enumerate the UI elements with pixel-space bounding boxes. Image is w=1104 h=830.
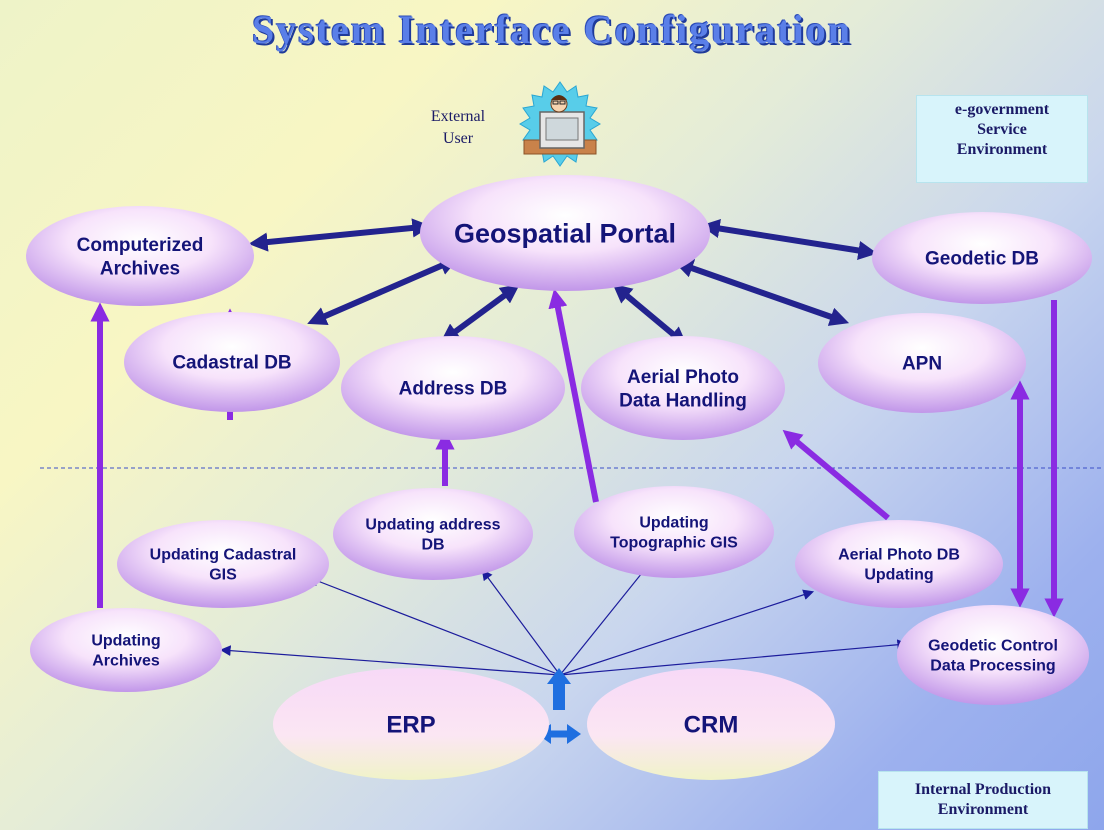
node-label: Updating — [91, 633, 160, 650]
node-ellipse — [587, 668, 835, 780]
arrow-aerial-upd-to-aerial-handling — [782, 429, 890, 521]
hub-arrows — [537, 668, 581, 744]
arrow-hub-to-upd-address — [481, 569, 561, 676]
node-ellipse — [872, 212, 1092, 304]
external-user-line: User — [442, 130, 474, 147]
node-label: Address DB — [399, 379, 508, 400]
dark-arrows — [248, 218, 878, 347]
node-label: Geospatial Portal — [454, 218, 676, 248]
node-apn: APN — [818, 313, 1026, 413]
node-label: Updating — [639, 515, 708, 532]
node-erp: ERP — [273, 668, 549, 780]
node-ellipse — [574, 486, 774, 578]
node-label: GIS — [209, 567, 237, 584]
node-ellipse — [333, 488, 533, 580]
node-label: Topographic GIS — [610, 535, 738, 552]
node-label: Updating — [864, 567, 933, 584]
arrow-portal-cadastral-db — [307, 257, 459, 325]
egov-env-line: Environment — [956, 141, 1048, 158]
node-ellipse — [26, 206, 254, 306]
node-ellipse — [273, 668, 549, 780]
node-ellipse — [341, 336, 565, 440]
node-label: Geodetic Control — [928, 638, 1058, 655]
node-cadastral-db: Cadastral DB — [124, 312, 340, 412]
arrow-portal-aerial-handling — [612, 283, 688, 347]
node-label: Archives — [100, 259, 180, 280]
arrow-hub-to-upd-archives — [219, 645, 561, 676]
node-label: Geodetic DB — [925, 249, 1039, 270]
purple-arrows — [90, 288, 1064, 618]
node-ellipse — [117, 520, 329, 608]
internal-env-line: Internal Production — [914, 781, 1052, 798]
node-label: Aerial Photo — [627, 367, 739, 388]
node-label: Data Handling — [619, 391, 747, 412]
node-label: Aerial Photo DB — [838, 547, 960, 564]
node-label: DB — [421, 537, 444, 554]
node-label: Updating address — [365, 517, 500, 534]
thin-arrows — [219, 561, 909, 676]
arrow-hub-to-upd-cadastral — [307, 576, 561, 676]
arrow-portal-address-db — [440, 284, 520, 343]
node-label: APN — [902, 354, 942, 375]
arrow-portal-computerized — [248, 218, 432, 252]
node-ellipse — [818, 313, 1026, 413]
arrow-hub-to-geodetic-ctrl — [559, 639, 909, 676]
arrow-hub-to-aerial-upd — [559, 589, 815, 676]
node-ellipse — [124, 312, 340, 412]
node-label: Data Processing — [930, 658, 1055, 675]
node-crm: CRM — [587, 668, 835, 780]
node-address-db: Address DB — [341, 336, 565, 440]
internal-env-line: Environment — [937, 801, 1029, 818]
node-label: ERP — [386, 711, 435, 738]
node-label: Archives — [92, 653, 160, 670]
node-label: Updating Cadastral — [150, 547, 297, 564]
internal-environment-box: Internal Production Environment — [878, 771, 1088, 829]
node-ellipse — [30, 608, 222, 692]
arrow-portal-apn — [673, 259, 850, 326]
arrow-hub-to-upd-topo — [559, 561, 652, 676]
arrow-upd-topo-to-portal — [548, 288, 599, 503]
node-geodetic-db: Geodetic DB — [872, 212, 1092, 304]
node-label: Cadastral DB — [172, 353, 291, 374]
node-ellipse — [581, 336, 785, 440]
node-ellipse — [897, 605, 1089, 705]
node-label: CRM — [684, 711, 739, 738]
page-title: System Interface Configuration — [252, 7, 852, 52]
egov-env-line: Service — [977, 121, 1027, 138]
egov-environment-box: e-government Service Environment — [916, 95, 1088, 183]
egov-env-line: e-government — [954, 101, 1050, 118]
node-portal: Geospatial Portal — [420, 175, 710, 291]
external-user-label: External User — [418, 106, 498, 150]
node-label: Computerized — [77, 235, 204, 256]
external-user-icon — [519, 81, 601, 167]
node-aerial-upd: Aerial Photo DB Updating — [795, 520, 1003, 608]
node-ellipse — [795, 520, 1003, 608]
external-user-line: External — [430, 108, 486, 125]
arrow-portal-geodetic-db — [700, 219, 878, 260]
node-ellipse — [420, 175, 710, 291]
